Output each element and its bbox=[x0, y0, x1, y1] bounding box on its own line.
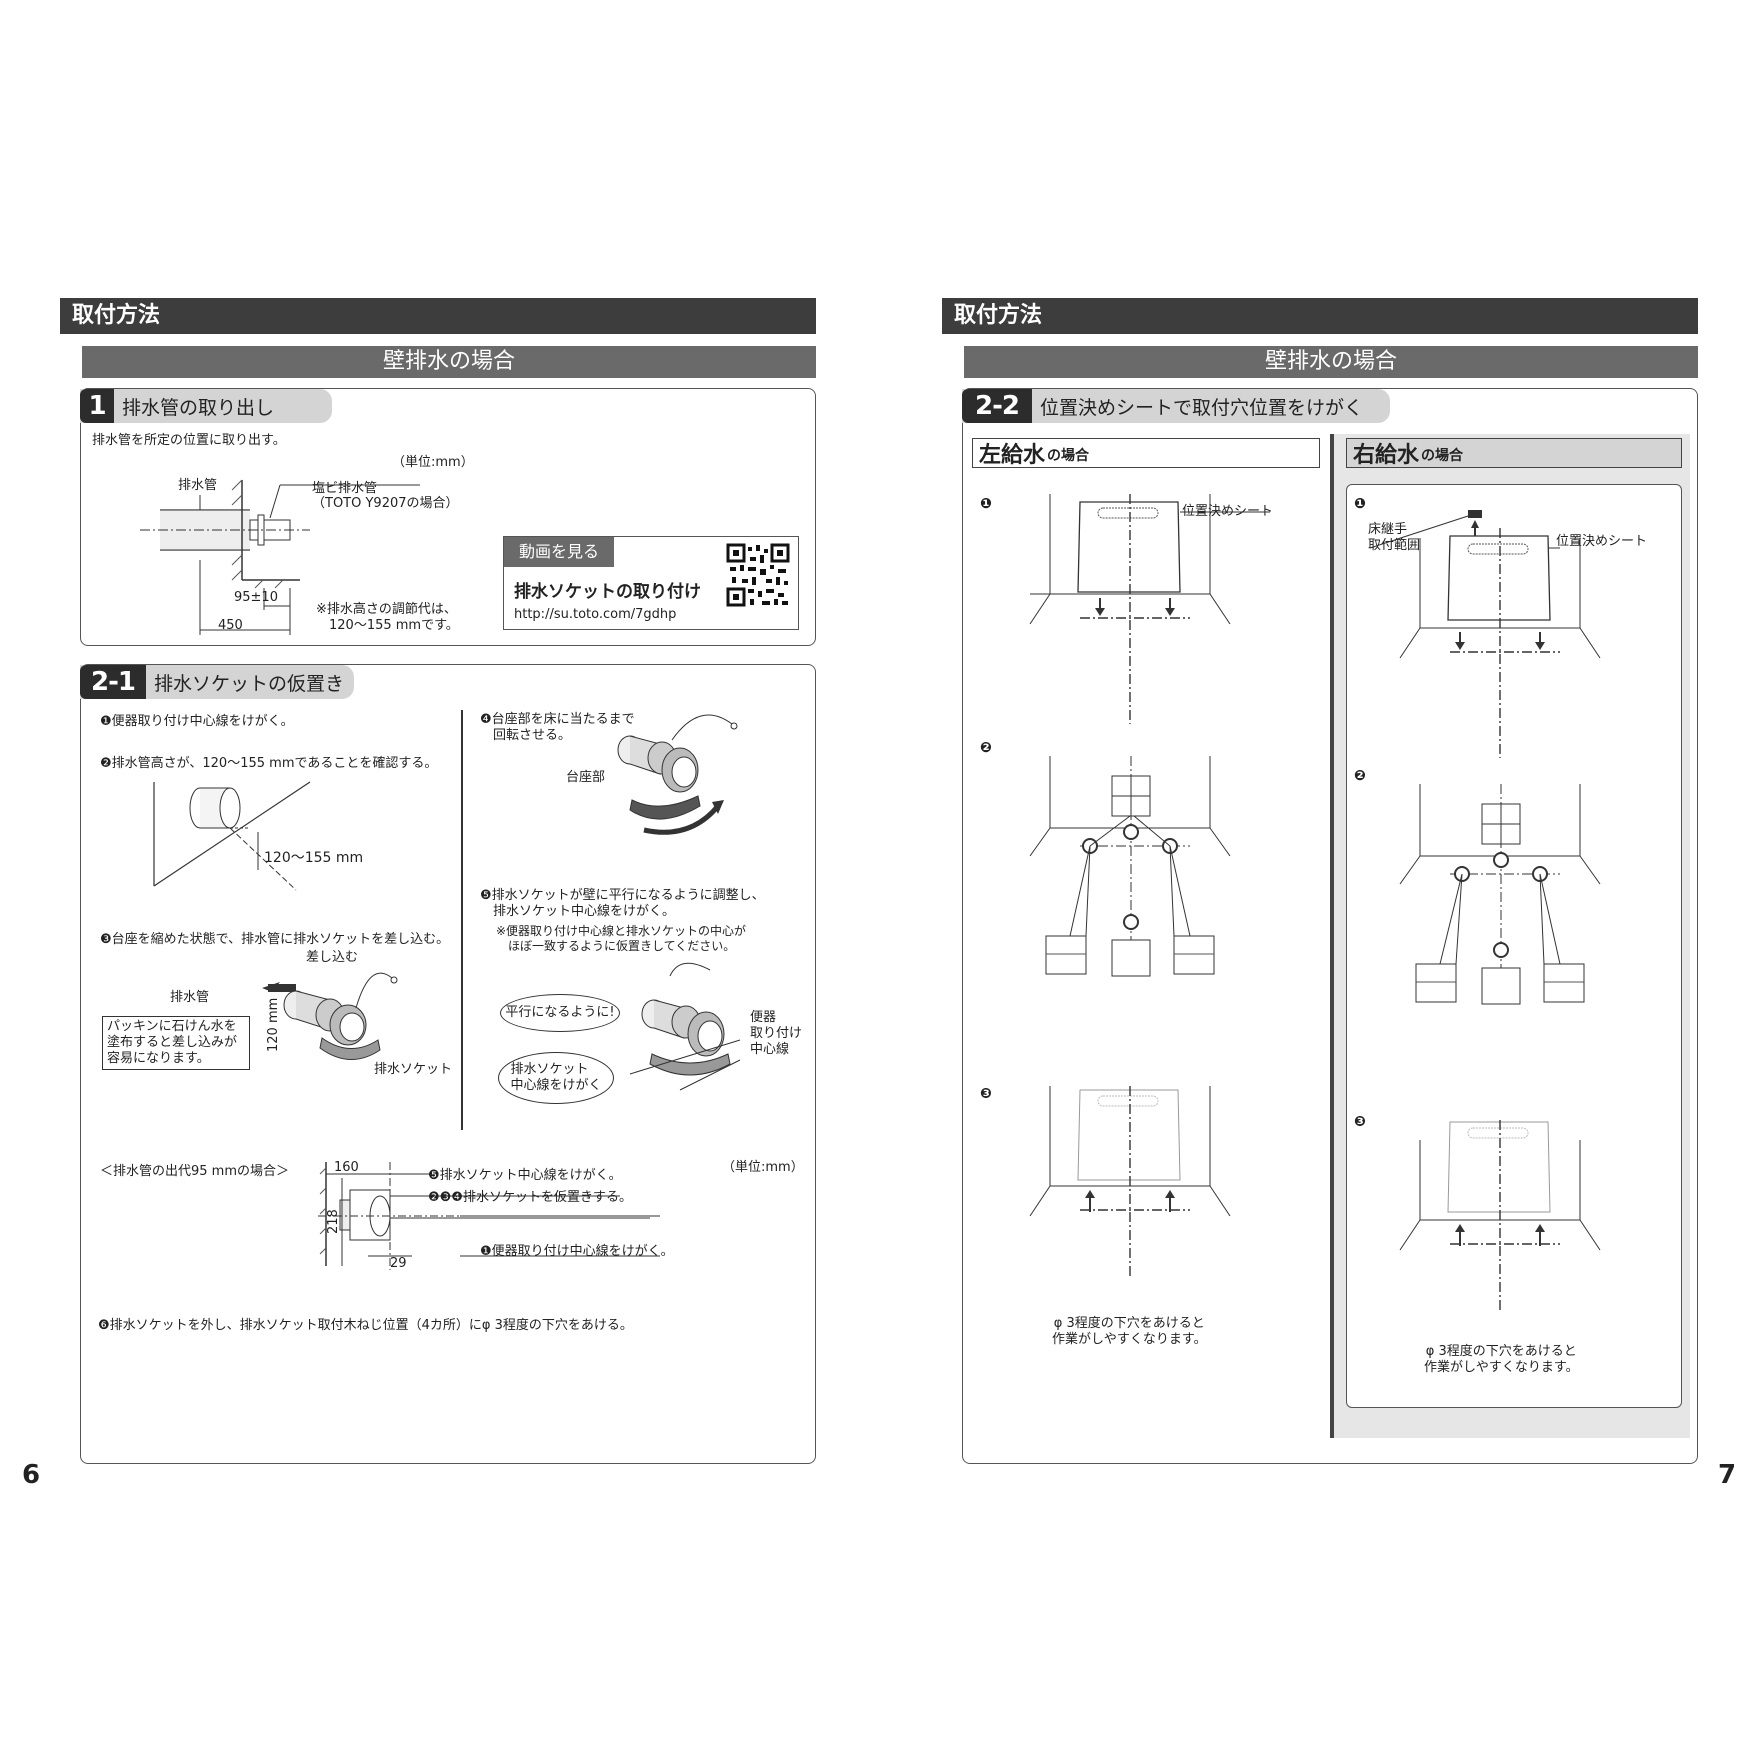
label-pvc-note: （TOTO Y9207の場合） bbox=[312, 496, 459, 511]
qr-code-icon[interactable] bbox=[726, 543, 790, 607]
label-pvc-pipe: 塩ビ排水管 bbox=[312, 481, 378, 496]
right-supply-step3-num: ❸ bbox=[1354, 1114, 1366, 1130]
section21-divider bbox=[461, 710, 463, 1130]
step2-text: ❷排水管高さが、120～155 mmであることを確認する。 bbox=[100, 756, 438, 771]
label-height-note: ※排水高さの調節代は、 120～155 mmです。 bbox=[316, 602, 459, 633]
step3-text: ❸台座を縮めた状態で、排水管に排水ソケットを差し込む。 bbox=[100, 932, 450, 947]
case-unit: （単位:mm） bbox=[722, 1160, 804, 1175]
step4-rotate-diagram bbox=[617, 714, 738, 835]
step3-socket-diagram bbox=[262, 972, 398, 1060]
step5-mark-text: 排水ソケット 中心線をけがく bbox=[510, 1062, 602, 1093]
section1-title: 排水管の取り出し bbox=[122, 396, 275, 419]
section1-unit: （単位:mm） bbox=[392, 455, 474, 470]
case-label: ＜排水管の出代95 mmの場合＞ bbox=[100, 1164, 290, 1179]
right-supply-sheet-label: 位置決めシート bbox=[1556, 534, 1648, 549]
section21-title: 排水ソケットの仮置き bbox=[154, 672, 345, 695]
step6-text: ❻排水ソケットを外し、排水ソケット取付木ねじ位置（4カ所）にφ 3程度の下穴をあ… bbox=[98, 1318, 633, 1333]
left-supply-step2-num: ❷ bbox=[980, 740, 992, 756]
step3-pipe-label: 排水管 bbox=[170, 990, 210, 1005]
step3-socket-label: 排水ソケット bbox=[374, 1062, 453, 1077]
section22-title-bar: 2-2 位置決めシートで取付穴位置をけがく bbox=[962, 389, 1390, 423]
dim-218: 218 bbox=[326, 1209, 341, 1234]
right-page-header: 取付方法 bbox=[942, 298, 1698, 334]
right-supply-step2-diagram bbox=[1399, 784, 1601, 1005]
left-supply-step1-num: ❶ bbox=[980, 496, 992, 512]
video-box[interactable]: 動画を見る 排水ソケットの取り付け http://su.toto.com/7gd… bbox=[503, 536, 799, 630]
left-supply-step2-diagram bbox=[1029, 756, 1231, 977]
video-title[interactable]: 排水ソケットの取り付け bbox=[514, 582, 701, 602]
right-supply-title-small: の場合 bbox=[1421, 448, 1464, 464]
right-supply-inner-panel bbox=[1346, 484, 1682, 1408]
right-supply-step2-num: ❷ bbox=[1354, 768, 1366, 784]
step3-tip-text: パッキンに石けん水を 塗布すると差し込みが 容易になります。 bbox=[107, 1019, 238, 1066]
dim-29: 29 bbox=[390, 1256, 407, 1271]
step5-note: ※便器取り付け中心線と排水ソケットの中心が ほぼ一致するように仮置きしてください… bbox=[496, 924, 747, 953]
step5-center-label: 便器 取り付け 中心線 bbox=[750, 1010, 803, 1057]
step5-mark-callout: 排水ソケット 中心線をけがく bbox=[498, 1052, 614, 1104]
left-supply-title-big: 左給水 bbox=[979, 443, 1046, 468]
section22-title: 位置決めシートで取付穴位置をけがく bbox=[1040, 396, 1364, 419]
label-dim-450: 450 bbox=[218, 618, 243, 633]
step3-dim-label: 120 mm bbox=[266, 997, 281, 1052]
case-plan-diagram bbox=[318, 1162, 660, 1270]
label-drain-pipe: 排水管 bbox=[178, 478, 218, 493]
section21-badge: 2-1 bbox=[80, 665, 146, 699]
left-supply-step3-num: ❸ bbox=[980, 1086, 992, 1102]
video-heading: 動画を見る bbox=[504, 537, 614, 567]
step5-parallel-text: 平行になるように! bbox=[505, 1005, 615, 1020]
step5-parallel-callout: 平行になるように! bbox=[500, 994, 620, 1032]
left-supply-step3-diagram bbox=[1029, 1086, 1231, 1276]
step4-text: ❹台座部を床に当たるまで 回転させる。 bbox=[480, 712, 635, 743]
left-supply-step1-diagram bbox=[1029, 494, 1270, 724]
section21-title-bar: 2-1 排水ソケットの仮置き bbox=[80, 665, 354, 699]
right-supply-hint: φ 3程度の下穴をあけると 作業がしやすくなります。 bbox=[1424, 1344, 1579, 1375]
section22-badge: 2-2 bbox=[962, 389, 1032, 423]
step1-text: ❶便器取り付け中心線をけがく。 bbox=[100, 714, 294, 729]
section1-description: 排水管を所定の位置に取り出す。 bbox=[92, 433, 286, 448]
section1-badge: 1 bbox=[80, 389, 114, 423]
video-url[interactable]: http://su.toto.com/7gdhp bbox=[514, 607, 677, 622]
left-supply-title-small: の場合 bbox=[1047, 448, 1090, 464]
right-page-number: 7 bbox=[1718, 1460, 1737, 1490]
step5-parallel-diagram bbox=[629, 962, 741, 1091]
dim-160: 160 bbox=[334, 1160, 359, 1175]
step3-tip-box: パッキンに石けん水を 塗布すると差し込みが 容易になります。 bbox=[102, 1016, 250, 1070]
label-dim-95: 95±10 bbox=[234, 590, 278, 605]
step5-text: ❺排水ソケットが壁に平行になるように調整し、 排水ソケット中心線をけがく。 bbox=[480, 888, 765, 919]
right-supply-step3-diagram bbox=[1399, 1120, 1601, 1310]
callout-step1: ❶便器取り付け中心線をけがく。 bbox=[480, 1244, 674, 1259]
left-supply-hint: φ 3程度の下穴をあけると 作業がしやすくなります。 bbox=[1052, 1316, 1207, 1347]
drain-pipe-diagram bbox=[140, 479, 420, 635]
left-page-number: 6 bbox=[22, 1460, 41, 1490]
right-supply-step1-num: ❶ bbox=[1354, 496, 1366, 512]
section1-title-bar: 1 排水管の取り出し bbox=[80, 389, 332, 423]
step2-dim-label: 120～155 mm bbox=[264, 850, 364, 866]
left-page-subheader: 壁排水の場合 bbox=[82, 346, 816, 378]
right-supply-joint-label: 床継手 取付範囲 bbox=[1368, 522, 1421, 553]
right-supply-title-big: 右給水 bbox=[1353, 443, 1420, 468]
right-supply-step1-diagram bbox=[1369, 510, 1601, 758]
step3-insert-label: 差し込む bbox=[306, 950, 359, 965]
callout-step5: ❺排水ソケット中心線をけがく。 bbox=[428, 1168, 622, 1183]
right-page-subheader: 壁排水の場合 bbox=[964, 346, 1698, 378]
step4-base-label: 台座部 bbox=[566, 770, 606, 785]
step2-wall-diagram bbox=[153, 781, 311, 891]
left-page-header: 取付方法 bbox=[60, 298, 816, 334]
left-supply-title: 左給水 の場合 bbox=[972, 438, 1320, 468]
right-supply-title: 右給水 の場合 bbox=[1346, 438, 1682, 468]
callout-step234: ❷❸❹排水ソケットを仮置きする。 bbox=[428, 1190, 632, 1205]
